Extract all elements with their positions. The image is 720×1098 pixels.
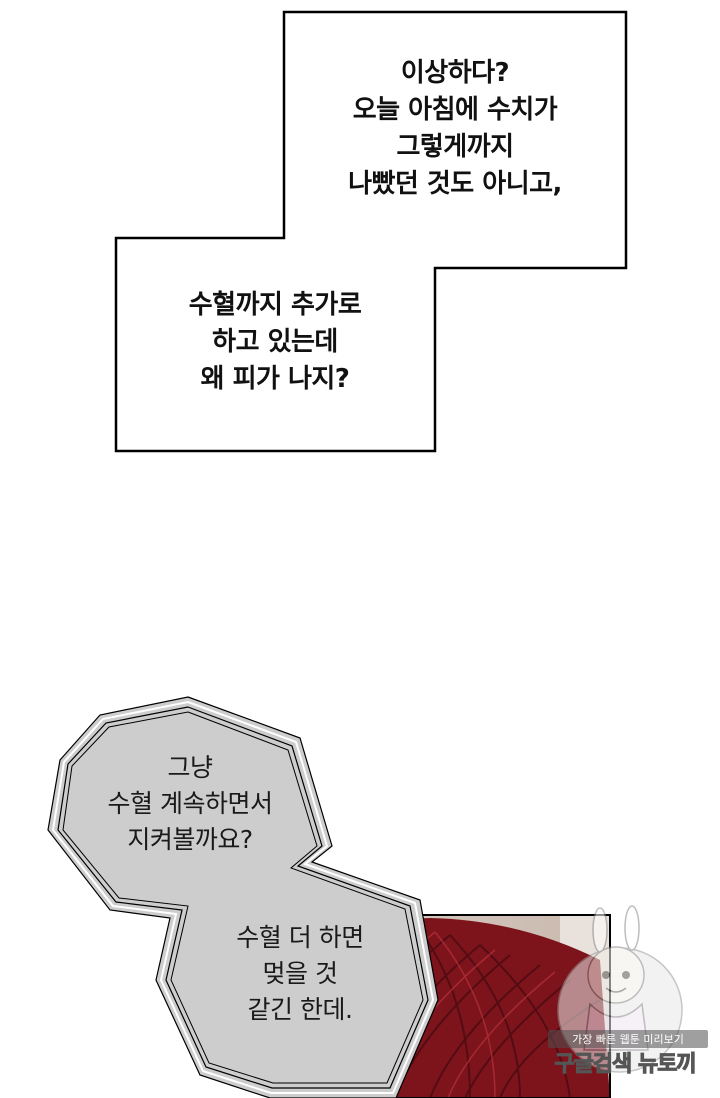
- thought-bubble-2-text: 수혈 더 하면 멎을 것 같긴 한데.: [190, 920, 410, 1028]
- bubble-line: 같긴 한데.: [247, 995, 353, 1024]
- speech-line: 하고 있는데: [212, 327, 338, 357]
- speech-line: 오늘 아침에 수치가: [352, 95, 558, 125]
- bubble-line: 그냥: [167, 753, 213, 782]
- speech-line: 그렇게까지: [396, 132, 514, 162]
- watermark-tagline: 가장 빠른 웹툰 미리보기: [548, 1030, 708, 1048]
- bubble-line: 수혈 계속하면서: [107, 789, 273, 818]
- thought-bubble-1-text: 그냥 수혈 계속하면서 지켜볼까요?: [80, 750, 300, 858]
- speech-line: 이상하다?: [400, 58, 510, 88]
- bubble-line: 수혈 더 하면: [236, 923, 364, 952]
- speech-box-1-text: 이상하다? 오늘 아침에 수치가 그렇게까지 나빴던 것도 아니고,: [330, 55, 580, 203]
- bubble-line: 멎을 것: [262, 959, 338, 988]
- speech-line: 나빴던 것도 아니고,: [348, 169, 562, 199]
- watermark-brand: 구글검색 뉴토끼: [554, 1052, 697, 1078]
- bubble-line: 지켜볼까요?: [127, 825, 253, 854]
- speech-box-2-text: 수혈까지 추가로 하고 있는데 왜 피가 나지?: [150, 287, 400, 398]
- speech-box-outline: [114, 10, 628, 453]
- octagon-bubble: [47, 696, 439, 1098]
- speech-line: 수혈까지 추가로: [188, 290, 362, 320]
- speech-line: 왜 피가 나지?: [200, 364, 350, 394]
